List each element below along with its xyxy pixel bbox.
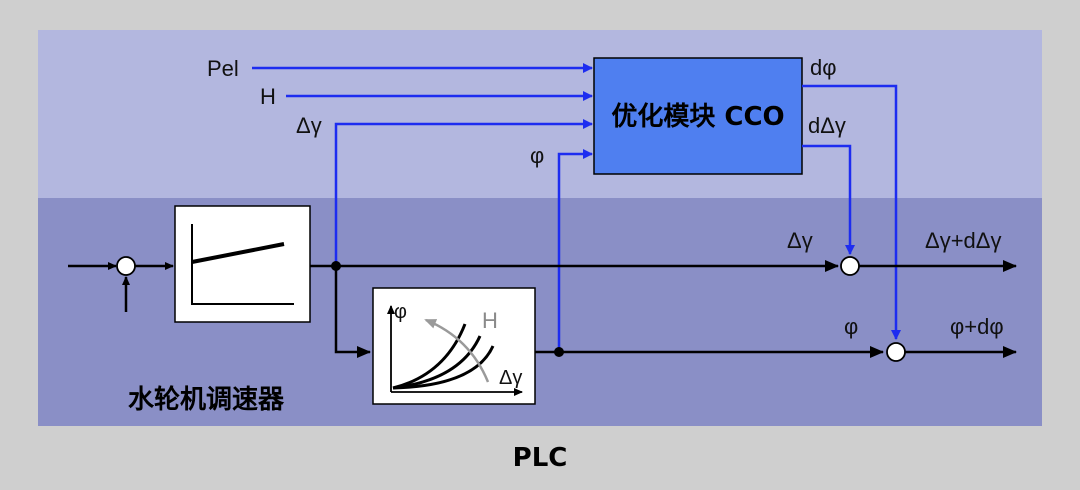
input-pel-label: Pel	[207, 56, 239, 81]
governor-label: 水轮机调速器	[128, 385, 285, 415]
input-phi-label: φ	[530, 143, 544, 168]
cco-block	[593, 57, 803, 175]
input-summing-junction	[116, 256, 136, 276]
input-delta-gamma-label: Δγ	[296, 113, 322, 138]
signal-ddelta-gamma	[802, 144, 855, 255]
input-h-label: H	[260, 84, 276, 109]
controller-axes	[191, 224, 294, 305]
combiner-curve-3	[392, 345, 495, 390]
combiner-curve-label: H	[482, 308, 498, 333]
controller-characteristic-line	[191, 242, 285, 264]
signal-dphi	[802, 84, 901, 340]
combiner-y-axis-label: φ	[394, 301, 407, 323]
cco-output-dphi-label: dφ	[810, 55, 837, 80]
combiner-h-direction-arrow	[424, 318, 490, 383]
branch-node-phi	[554, 347, 564, 357]
delta-gamma-signal-label: Δγ	[787, 228, 813, 253]
phi-signal-label: φ	[844, 314, 858, 339]
combiner-curve-2	[392, 335, 482, 390]
branch-to-combiner-line	[334, 266, 371, 358]
phi-summing-junction	[886, 342, 906, 362]
phi-output-label: φ+dφ	[950, 314, 1004, 339]
combiner-curve-1	[392, 323, 467, 390]
combiner-x-axis-label: Δγ	[499, 367, 522, 389]
signal-phi-feed	[557, 149, 593, 352]
delta-gamma-summing-junction	[840, 256, 860, 276]
plc-label: PLC	[513, 443, 568, 473]
top-band	[38, 30, 1042, 198]
cco-block-label: 优化模块 CCO	[611, 102, 784, 132]
controller-block	[174, 205, 311, 323]
delta-gamma-output-label: Δγ+dΔγ	[925, 228, 1001, 253]
signal-delta-gamma-feed	[334, 119, 593, 264]
cco-output-ddelta-gamma-label: dΔγ	[808, 113, 846, 138]
